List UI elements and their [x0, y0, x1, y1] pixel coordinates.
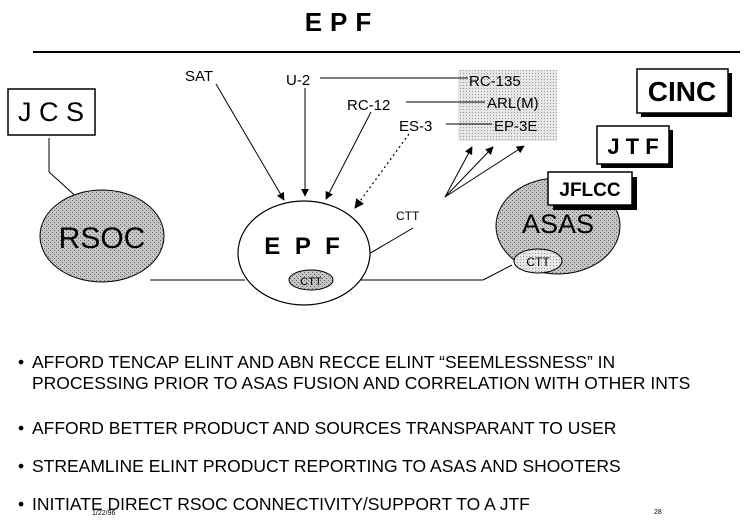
- asas-ctt-label: CTT: [526, 255, 550, 269]
- asas-link-2: [482, 264, 513, 281]
- bullet-text: AFFORD BETTER PRODUCT AND SOURCES TRANSP…: [32, 418, 617, 438]
- u2-label: U-2: [286, 72, 310, 89]
- rc135-label: RC-135: [469, 73, 521, 90]
- bullet-text-cont: PROCESSING PRIOR TO ASAS FUSION AND CORR…: [32, 373, 691, 393]
- jflcc-box: [547, 171, 633, 206]
- epf-label: E P F: [264, 233, 344, 260]
- bullet-text: AFFORD TENCAP ELINT AND ABN RECCE ELINT …: [32, 352, 616, 372]
- bullet-text: INITIATE DIRECT RSOC CONNECTIVITY/SUPPOR…: [32, 494, 530, 514]
- bullet-text: STREAMLINE ELINT PRODUCT REPORTING TO AS…: [32, 456, 621, 476]
- footer-page: 28: [654, 509, 662, 516]
- es3-label: ES-3: [399, 118, 432, 135]
- rc12-arrow: [325, 111, 372, 200]
- ctt-arrow-3: [444, 145, 525, 198]
- rsoc-label: RSOC: [59, 222, 146, 255]
- ep3e-label: EP-3E: [494, 118, 537, 135]
- sensor-box: [458, 70, 557, 141]
- bullet-item: •INITIATE DIRECT RSOC CONNECTIVITY/SUPPO…: [18, 494, 530, 514]
- bullet-item: •AFFORD BETTER PRODUCT AND SOURCES TRANS…: [18, 418, 617, 438]
- epf-node: [237, 200, 371, 306]
- footer-date: 1/22/96: [92, 510, 116, 517]
- asas-ctt-node: [513, 248, 563, 274]
- asas-label: ASAS: [522, 209, 594, 239]
- cinc-box: [636, 68, 729, 114]
- jflcc-label: JFLCC: [559, 180, 621, 201]
- cinc-label: CINC: [648, 76, 716, 107]
- sat-label: SAT: [185, 68, 213, 85]
- es3-arrow: [354, 133, 410, 209]
- epf-ctt-node: [288, 269, 334, 291]
- jcs-box: [7, 88, 96, 136]
- ctt-arrow-1: [444, 146, 473, 198]
- bullet-item: •STREAMLINE ELINT PRODUCT REPORTING TO A…: [18, 456, 621, 476]
- sat-arrow: [215, 83, 285, 201]
- jtf-box: [596, 125, 670, 165]
- epf-ctt-label: CTT: [300, 276, 322, 288]
- arlm-label: ARL(M): [487, 95, 539, 112]
- page-title: EPF: [305, 7, 380, 37]
- jcs-label: J C S: [18, 97, 84, 127]
- bullet-item: •AFFORD TENCAP ELINT AND ABN RECCE ELINT…: [18, 352, 691, 393]
- rsoc-node: [39, 189, 165, 283]
- jtf-label: J T F: [607, 134, 658, 159]
- ctt-link-label: CTT: [396, 209, 420, 223]
- rc12-label: RC-12: [347, 97, 390, 114]
- ctt-arrow-2: [444, 146, 494, 198]
